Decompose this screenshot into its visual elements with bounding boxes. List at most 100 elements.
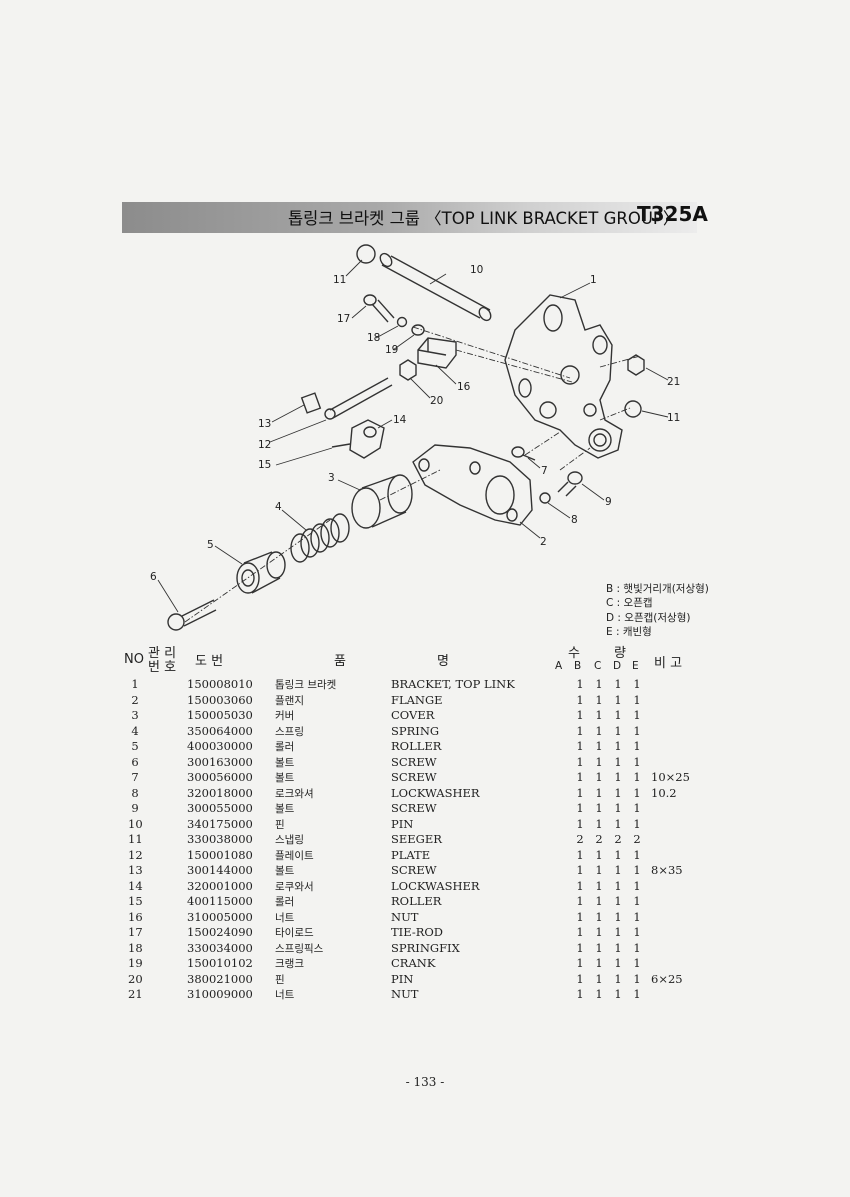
quantity-cell: 1 [595, 940, 603, 955]
part-code: 380021000 [187, 971, 253, 986]
quantity-cell: 1 [595, 816, 603, 831]
row-number: 11 [128, 832, 143, 846]
callout-19: 14 [393, 414, 407, 426]
part-name-korean: 볼트 [275, 772, 295, 784]
quantity-cell: 1 [595, 847, 603, 862]
remarks-cell: 8×35 [651, 863, 683, 877]
row-number: 12 [128, 847, 143, 862]
variant-legend: B : 햇빛거리개(저상형) C : 오픈캡 D : 오픈캡(저상형) E : … [606, 582, 709, 639]
part-nut-21 [627, 354, 645, 376]
quantity-cell: 1 [633, 847, 641, 862]
header-qty-b: B [574, 660, 582, 672]
callout-9: 9 [605, 496, 612, 508]
part-name-english: SCREW [391, 863, 437, 877]
quantity-cell: 1 [614, 754, 622, 769]
part-code: 150008010 [187, 677, 253, 691]
header-qty-right: 량 [614, 646, 626, 661]
row-number: 2 [131, 692, 139, 707]
legend-e: E : 캐빈형 [606, 625, 652, 638]
header-drawing-no: 도 번 [195, 654, 224, 669]
callout-7: 7 [541, 465, 548, 477]
header-no: NO [124, 652, 144, 667]
quantity-cell: 1 [614, 692, 622, 707]
callout-16: 20 [430, 395, 443, 407]
header-qty-d: D [613, 660, 622, 672]
callout-labels: 11 10 1 17 18 19 16 20 21 11 13 12 14 15… [150, 264, 680, 583]
quantity-cell: 1 [595, 754, 603, 769]
part-name-korean: 핀 [275, 973, 285, 986]
legend-c: C : 오픈캡 [606, 597, 653, 610]
callout-11a: 11 [333, 274, 346, 286]
remarks-cell: 10.2 [651, 785, 677, 800]
row-number: 3 [131, 708, 139, 722]
part-name-korean: 플레이트 [275, 849, 314, 862]
part-code: 300056000 [187, 770, 253, 784]
part-name-english: PLATE [391, 847, 431, 862]
callout-5: 5 [207, 539, 214, 551]
part-spring-fix-18 [300, 392, 322, 414]
header-qty-e: E [632, 660, 639, 672]
part-code: 150010102 [187, 956, 253, 970]
part-crank-19 [349, 419, 385, 459]
part-screw-9 [557, 471, 583, 497]
quantity-cell: 1 [595, 863, 603, 877]
part-plate-12 [417, 337, 457, 369]
callout-1: 1 [590, 274, 597, 286]
callout-12: 16 [457, 381, 471, 393]
quantity-cell: 1 [576, 940, 584, 955]
group-title: 톱링크 브라켓 그룹 〈TOP LINK BRACKET GROUP〉 [288, 209, 680, 228]
quantity-cell: 1 [576, 863, 584, 877]
quantity-cell: 1 [595, 987, 603, 1001]
part-pin-20 [331, 443, 351, 448]
part-pin-10 [379, 252, 492, 322]
part-washer-8 [539, 492, 551, 504]
quantity-cell: 1 [595, 909, 603, 924]
callout-3: 3 [328, 472, 335, 484]
remarks-cell: 10×25 [651, 770, 690, 784]
part-name-english: SCREW [391, 770, 437, 784]
part-name-korean: 커버 [275, 710, 295, 722]
quantity-cell: 1 [633, 677, 641, 691]
quantity-cell: 1 [633, 770, 641, 784]
part-name-english: PIN [391, 971, 414, 986]
quantity-cell: 1 [614, 863, 622, 877]
quantity-cell: 1 [595, 677, 603, 691]
quantity-cell: 1 [595, 723, 603, 738]
part-nut-16 [399, 359, 417, 381]
part-name-korean: 롤러 [275, 741, 295, 753]
row-number: 14 [128, 878, 143, 893]
quantity-cell: 1 [576, 754, 584, 769]
header-qty-a: A [555, 660, 563, 672]
part-name-english: CRANK [391, 956, 436, 970]
quantity-cell: 1 [614, 677, 622, 691]
title-bar [122, 202, 697, 233]
part-name-english: BRACKET, TOP LINK [391, 677, 515, 691]
part-roller-15 [411, 324, 425, 336]
header-name-left: 품 [334, 654, 346, 669]
callout-14: 18 [367, 332, 380, 344]
quantity-cell: 1 [576, 692, 584, 707]
quantity-cell: 1 [633, 894, 641, 908]
part-name-korean: 로쿠와서 [275, 880, 314, 893]
part-name-korean: 스프링 [275, 725, 304, 738]
part-name-english: LOCKWASHER [391, 785, 480, 800]
quantity-cell: 1 [595, 925, 603, 939]
quantity-cell: 1 [614, 847, 622, 862]
row-number: 21 [128, 987, 143, 1001]
quantity-cell: 1 [633, 925, 641, 939]
quantity-cell: 1 [595, 801, 603, 815]
quantity-cell: 1 [633, 940, 641, 955]
quantity-cell: 1 [576, 987, 584, 1001]
part-name-english: SPRING [391, 723, 440, 738]
part-code: 320018000 [187, 785, 253, 800]
part-name-english: NUT [391, 909, 419, 924]
row-number: 17 [128, 925, 143, 939]
header-name-right: 명 [437, 654, 449, 669]
